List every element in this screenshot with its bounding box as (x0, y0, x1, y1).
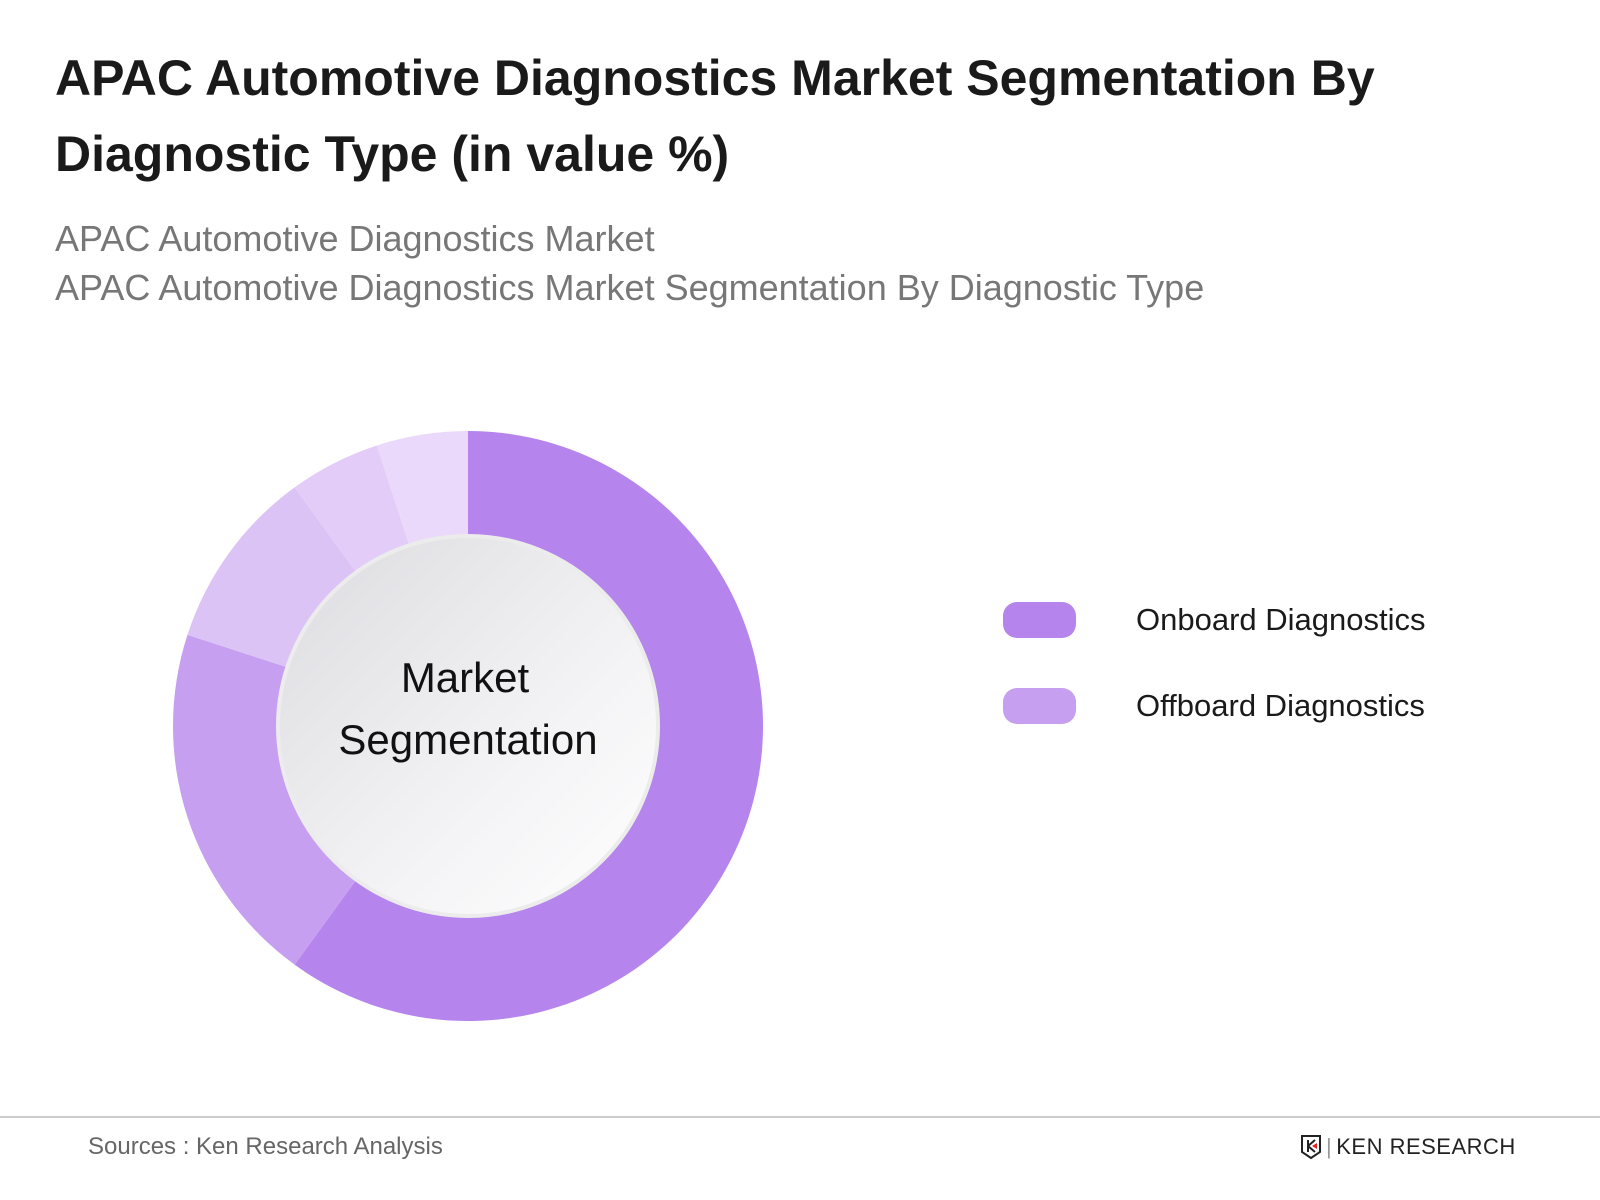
chart-title: APAC Automotive Diagnostics Market Segme… (55, 50, 1375, 182)
legend-swatch (1003, 602, 1076, 638)
subtitle-2: APAC Automotive Diagnostics Market Segme… (55, 267, 1205, 308)
footer-divider (0, 1116, 1600, 1118)
logo-shield-icon (1301, 1135, 1321, 1160)
legend-label: Offboard Diagnostics (1136, 688, 1425, 723)
donut-center (276, 534, 660, 918)
ken-research-logo: | KEN RESEARCH (1300, 1134, 1516, 1160)
center-label-line-2: Segmentation (338, 716, 597, 763)
subtitle-1: APAC Automotive Diagnostics Market (55, 218, 655, 259)
logo-text: KEN RESEARCH (1336, 1134, 1516, 1159)
donut-slice-5 (376, 431, 468, 550)
donut-slice-2 (172, 634, 359, 965)
legend-label: Onboard Diagnostics (1136, 602, 1426, 637)
donut-slice-3 (187, 487, 359, 669)
center-label-line-1: Market (401, 654, 530, 701)
source-note: Sources : Ken Research Analysis (88, 1133, 443, 1160)
legend-item-offboard[interactable]: Offboard Diagnostics (1003, 688, 1425, 724)
donut-slice-1 (294, 431, 763, 1021)
legend-item-onboard[interactable]: Onboard Diagnostics (1003, 602, 1426, 638)
donut-slice-4 (294, 445, 411, 576)
legend-swatch (1003, 688, 1076, 724)
